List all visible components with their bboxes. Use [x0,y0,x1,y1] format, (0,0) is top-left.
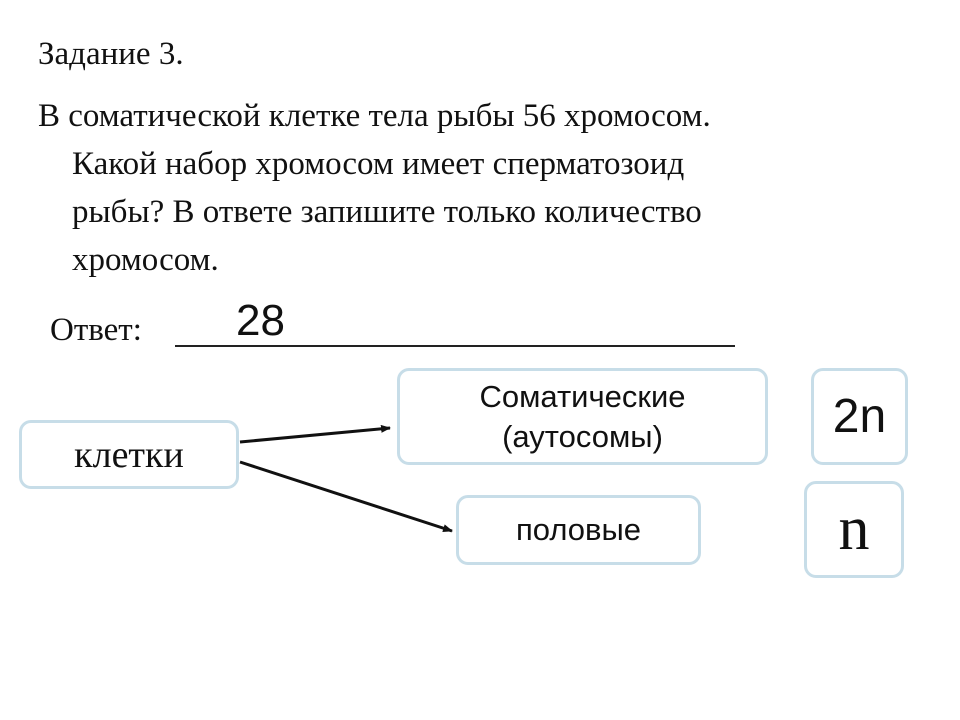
answer-value: 28 [236,296,285,345]
arrow-to-somatic [239,424,391,444]
question-line: В соматической клетке тела рыбы 56 хромо… [38,98,711,134]
diploid-box: 2n [811,368,908,465]
haploid-box: n [804,481,904,578]
question-line: хромосом. [72,242,219,278]
question-line: Какой набор хромосом имеет сперматозоид [72,146,685,182]
somatic-label: Соматические [479,378,686,414]
question-line: рыбы? В ответе запишите только количеств… [72,194,702,230]
arrow-to-sex [239,460,453,533]
answer-label: Ответ: [50,312,142,348]
autosomes-label: (аутосомы) [502,418,663,454]
task-title: Задание 3. [38,36,184,72]
cells-box: клетки [19,420,239,489]
sex-cells-box: половые [456,495,701,565]
question-text: В соматической клетке тела рыбы 56 хромо… [38,92,918,284]
answer-underline [175,345,735,347]
somatic-box: Соматические (аутосомы) [397,368,768,465]
